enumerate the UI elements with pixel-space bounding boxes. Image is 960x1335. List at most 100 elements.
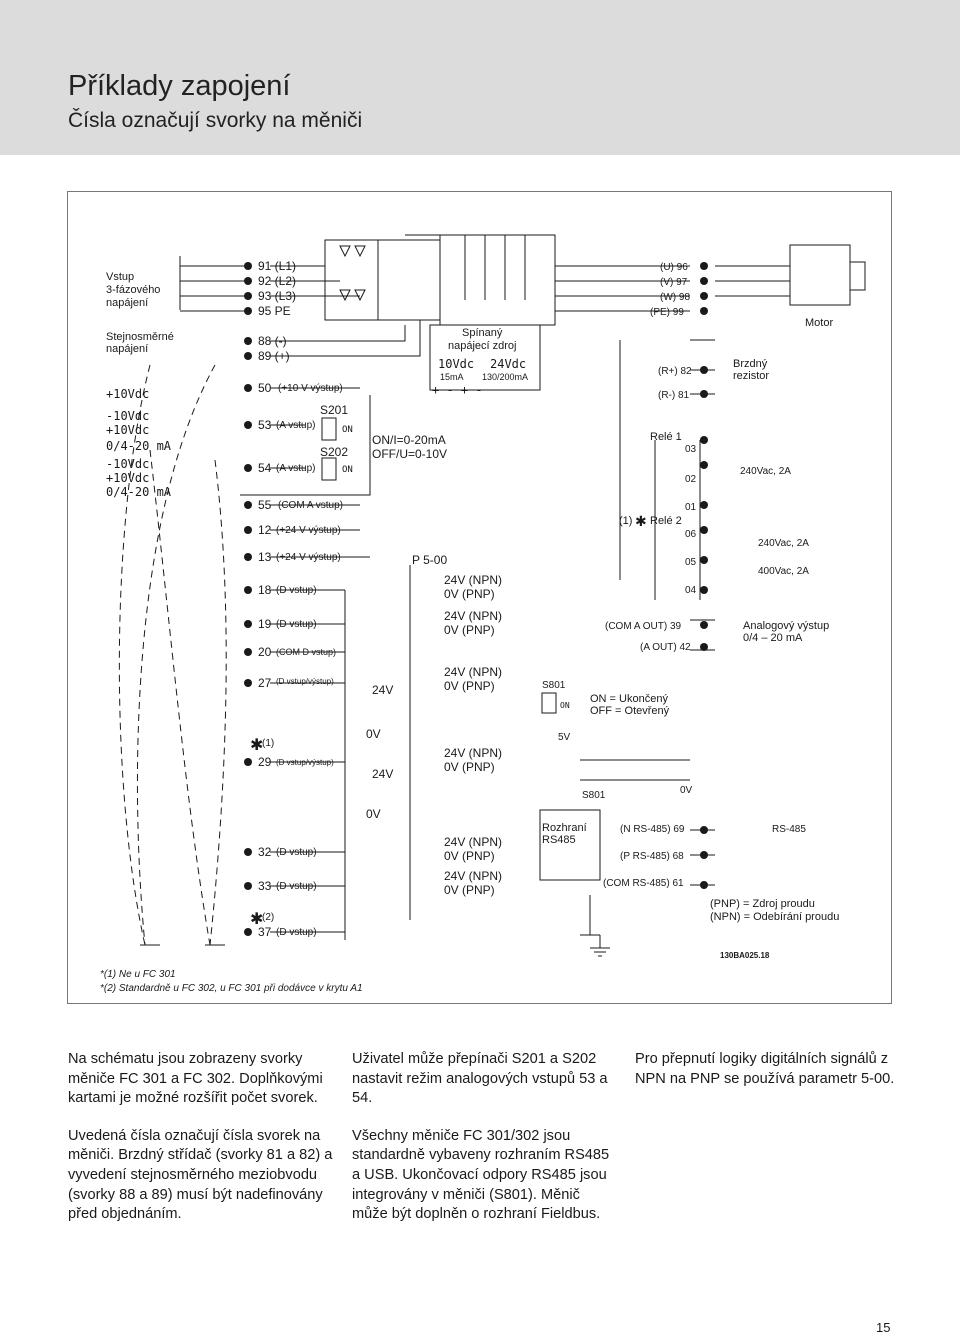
switch-s201: S201 — [320, 403, 348, 417]
switch-s801: S801 — [542, 680, 566, 691]
terminal-18: 18 — [258, 583, 272, 597]
paragraph: Uvedená čísla označují čísla svorek na m… — [68, 1127, 333, 1223]
diagram-frame — [67, 191, 892, 1004]
switch-s202: S202 — [320, 445, 348, 459]
terminal-81: (R-) 81 — [658, 390, 690, 401]
terminal-19: 19 — [258, 617, 272, 631]
switch-mode-2: OFF/U=0-10V — [372, 447, 447, 461]
shield-loops — [118, 364, 227, 946]
relay-rating-1: 240Vac, 2A — [740, 466, 791, 477]
logic-29-24v: 24V — [372, 767, 393, 781]
terminal-20: 20 — [258, 645, 272, 659]
terminal-33-desc: (D vstup) — [276, 881, 317, 892]
terminal-19-desc: (D vstup) — [276, 619, 317, 630]
contact-03: 03 — [685, 444, 697, 455]
terminal-99: (PE) 99 — [650, 307, 684, 318]
terminal-68: (P RS-485) 68 — [620, 851, 684, 862]
ground-icon — [140, 935, 610, 957]
logic-19-npn: 24V (NPN) — [444, 609, 502, 623]
logic-29-0v: 0V — [366, 807, 381, 821]
plus10-label: +10Vdc — [106, 387, 149, 401]
psu-title-2: napájecí zdroj — [448, 340, 517, 352]
note-2-label: (2) — [262, 912, 274, 923]
terminal-50-desc: (+10 V výstup) — [278, 383, 343, 394]
terminal-18-desc: (D vstup) — [276, 585, 317, 596]
logic-18-npn: 24V (NPN) — [444, 573, 502, 587]
range-a2: +10Vdc — [106, 423, 149, 437]
pnp-note: (PNP) = Zdroj proudu — [710, 898, 815, 910]
terminal-39: (COM A OUT) 39 — [605, 621, 682, 632]
brake-label-1: Brzdný — [733, 358, 768, 370]
terminal-13-desc: (+24 V výstup) — [276, 552, 341, 563]
terminal-29-desc: (D vstup/výstup) — [276, 758, 334, 767]
supply-label-3: napájení — [106, 297, 148, 309]
terminal-61: (COM RS-485) 61 — [603, 878, 684, 889]
psu-title-1: Spínaný — [462, 327, 503, 339]
logic-32-pnp: 0V (PNP) — [444, 849, 495, 863]
terminal-69: (N RS-485) 69 — [620, 824, 685, 835]
terminal-82: (R+) 82 — [658, 366, 692, 377]
relay-1-label: Relé 1 — [650, 431, 682, 443]
switch-mode-1: ON/I=0-20mA — [372, 433, 446, 447]
s801-on: ON — [560, 701, 570, 710]
terminal-89: 89 (+) — [258, 349, 290, 363]
terminal-53-desc: (A vstup) — [276, 420, 315, 431]
contact-02: 02 — [685, 474, 697, 485]
contact-06: 06 — [685, 529, 697, 540]
motor-label: Motor — [805, 317, 833, 329]
logic-18-pnp: 0V (PNP) — [444, 587, 495, 601]
terminal-33: 33 — [258, 879, 272, 893]
terminal-97: (V) 97 — [660, 277, 688, 288]
terminal-circles — [244, 262, 708, 936]
param-5-00: P 5-00 — [412, 553, 447, 567]
psu-130ma: 130/200mA — [482, 372, 528, 382]
logic-29-npn: 24V (NPN) — [444, 746, 502, 760]
logic-27-npn: 24V (NPN) — [444, 665, 502, 679]
relay-rating-3: 400Vac, 2A — [758, 566, 809, 577]
terminal-37-desc: (D vstup) — [276, 927, 317, 938]
contact-04: 04 — [685, 585, 697, 596]
analog-out-2: 0/4 – 20 mA — [743, 632, 803, 644]
logic-27-24v: 24V — [372, 683, 393, 697]
terminal-98: (W) 98 — [660, 292, 690, 303]
dc-supply-label-1: Stejnosměrné — [106, 331, 174, 343]
supply-label-1: Vstup — [106, 271, 134, 283]
paragraph: Uživatel může přepínači S201 a S202 nast… — [352, 1051, 608, 1107]
terminal-29: 29 — [258, 755, 272, 769]
dip-switch-s202 — [321, 457, 337, 481]
asterisk-icon: ✱ — [635, 513, 647, 529]
footnote-1: *(1) Ne u FC 301 — [100, 969, 176, 980]
logic-32-npn: 24V (NPN) — [444, 835, 502, 849]
terminal-32-desc: (D vstup) — [276, 847, 317, 858]
relay-rating-2: 240Vac, 2A — [758, 538, 809, 549]
logic-19-pnp: 0V (PNP) — [444, 623, 495, 637]
dip-switch-s201 — [321, 417, 337, 441]
terminal-12: 12 — [258, 523, 272, 537]
paragraph: Na schématu jsou zobrazeny svorky měniče… — [68, 1051, 323, 1107]
terminal-91: 91 (L1) — [258, 259, 296, 273]
terminal-96: (U) 96 — [660, 262, 688, 273]
terminal-53: 53 — [258, 418, 272, 432]
range-b3: 0/4-20 mA — [106, 485, 172, 499]
psu-24v: 24Vdc — [490, 357, 526, 371]
terminal-54: 54 — [258, 461, 272, 475]
text-column-2: Uživatel může přepínači S201 a S202 nast… — [352, 1050, 617, 1243]
paragraph: Pro přepnutí logiky digitálních signálů … — [635, 1051, 895, 1087]
npn-note: (NPN) = Odebírání proudu — [710, 911, 839, 923]
dc-supply-label-2: napájení — [106, 343, 148, 355]
rs-0v: 0V — [680, 785, 693, 796]
terminal-93: 93 (L3) — [258, 289, 296, 303]
text-column-3: Pro přepnutí logiky digitálních signálů … — [635, 1050, 900, 1107]
terminal-55: 55 — [258, 498, 272, 512]
wiring-diagram: Vstup 3-fázového napájení Stejnosměrné n… — [100, 234, 866, 994]
relay-note: (1) — [619, 515, 632, 527]
terminal-55-desc: (COM A vstup) — [278, 500, 343, 511]
logic-33-npn: 24V (NPN) — [444, 869, 502, 883]
rs-s801: S801 — [582, 790, 606, 801]
relay-2-label: Relé 2 — [650, 515, 682, 527]
switch-s201-on: ON — [342, 425, 353, 435]
s801-off-desc: OFF = Otevřený — [590, 705, 670, 717]
terminal-92: 92 (L2) — [258, 274, 296, 288]
rs-interface-2: RS485 — [542, 834, 576, 846]
psu-signs: + - + - — [432, 383, 483, 397]
